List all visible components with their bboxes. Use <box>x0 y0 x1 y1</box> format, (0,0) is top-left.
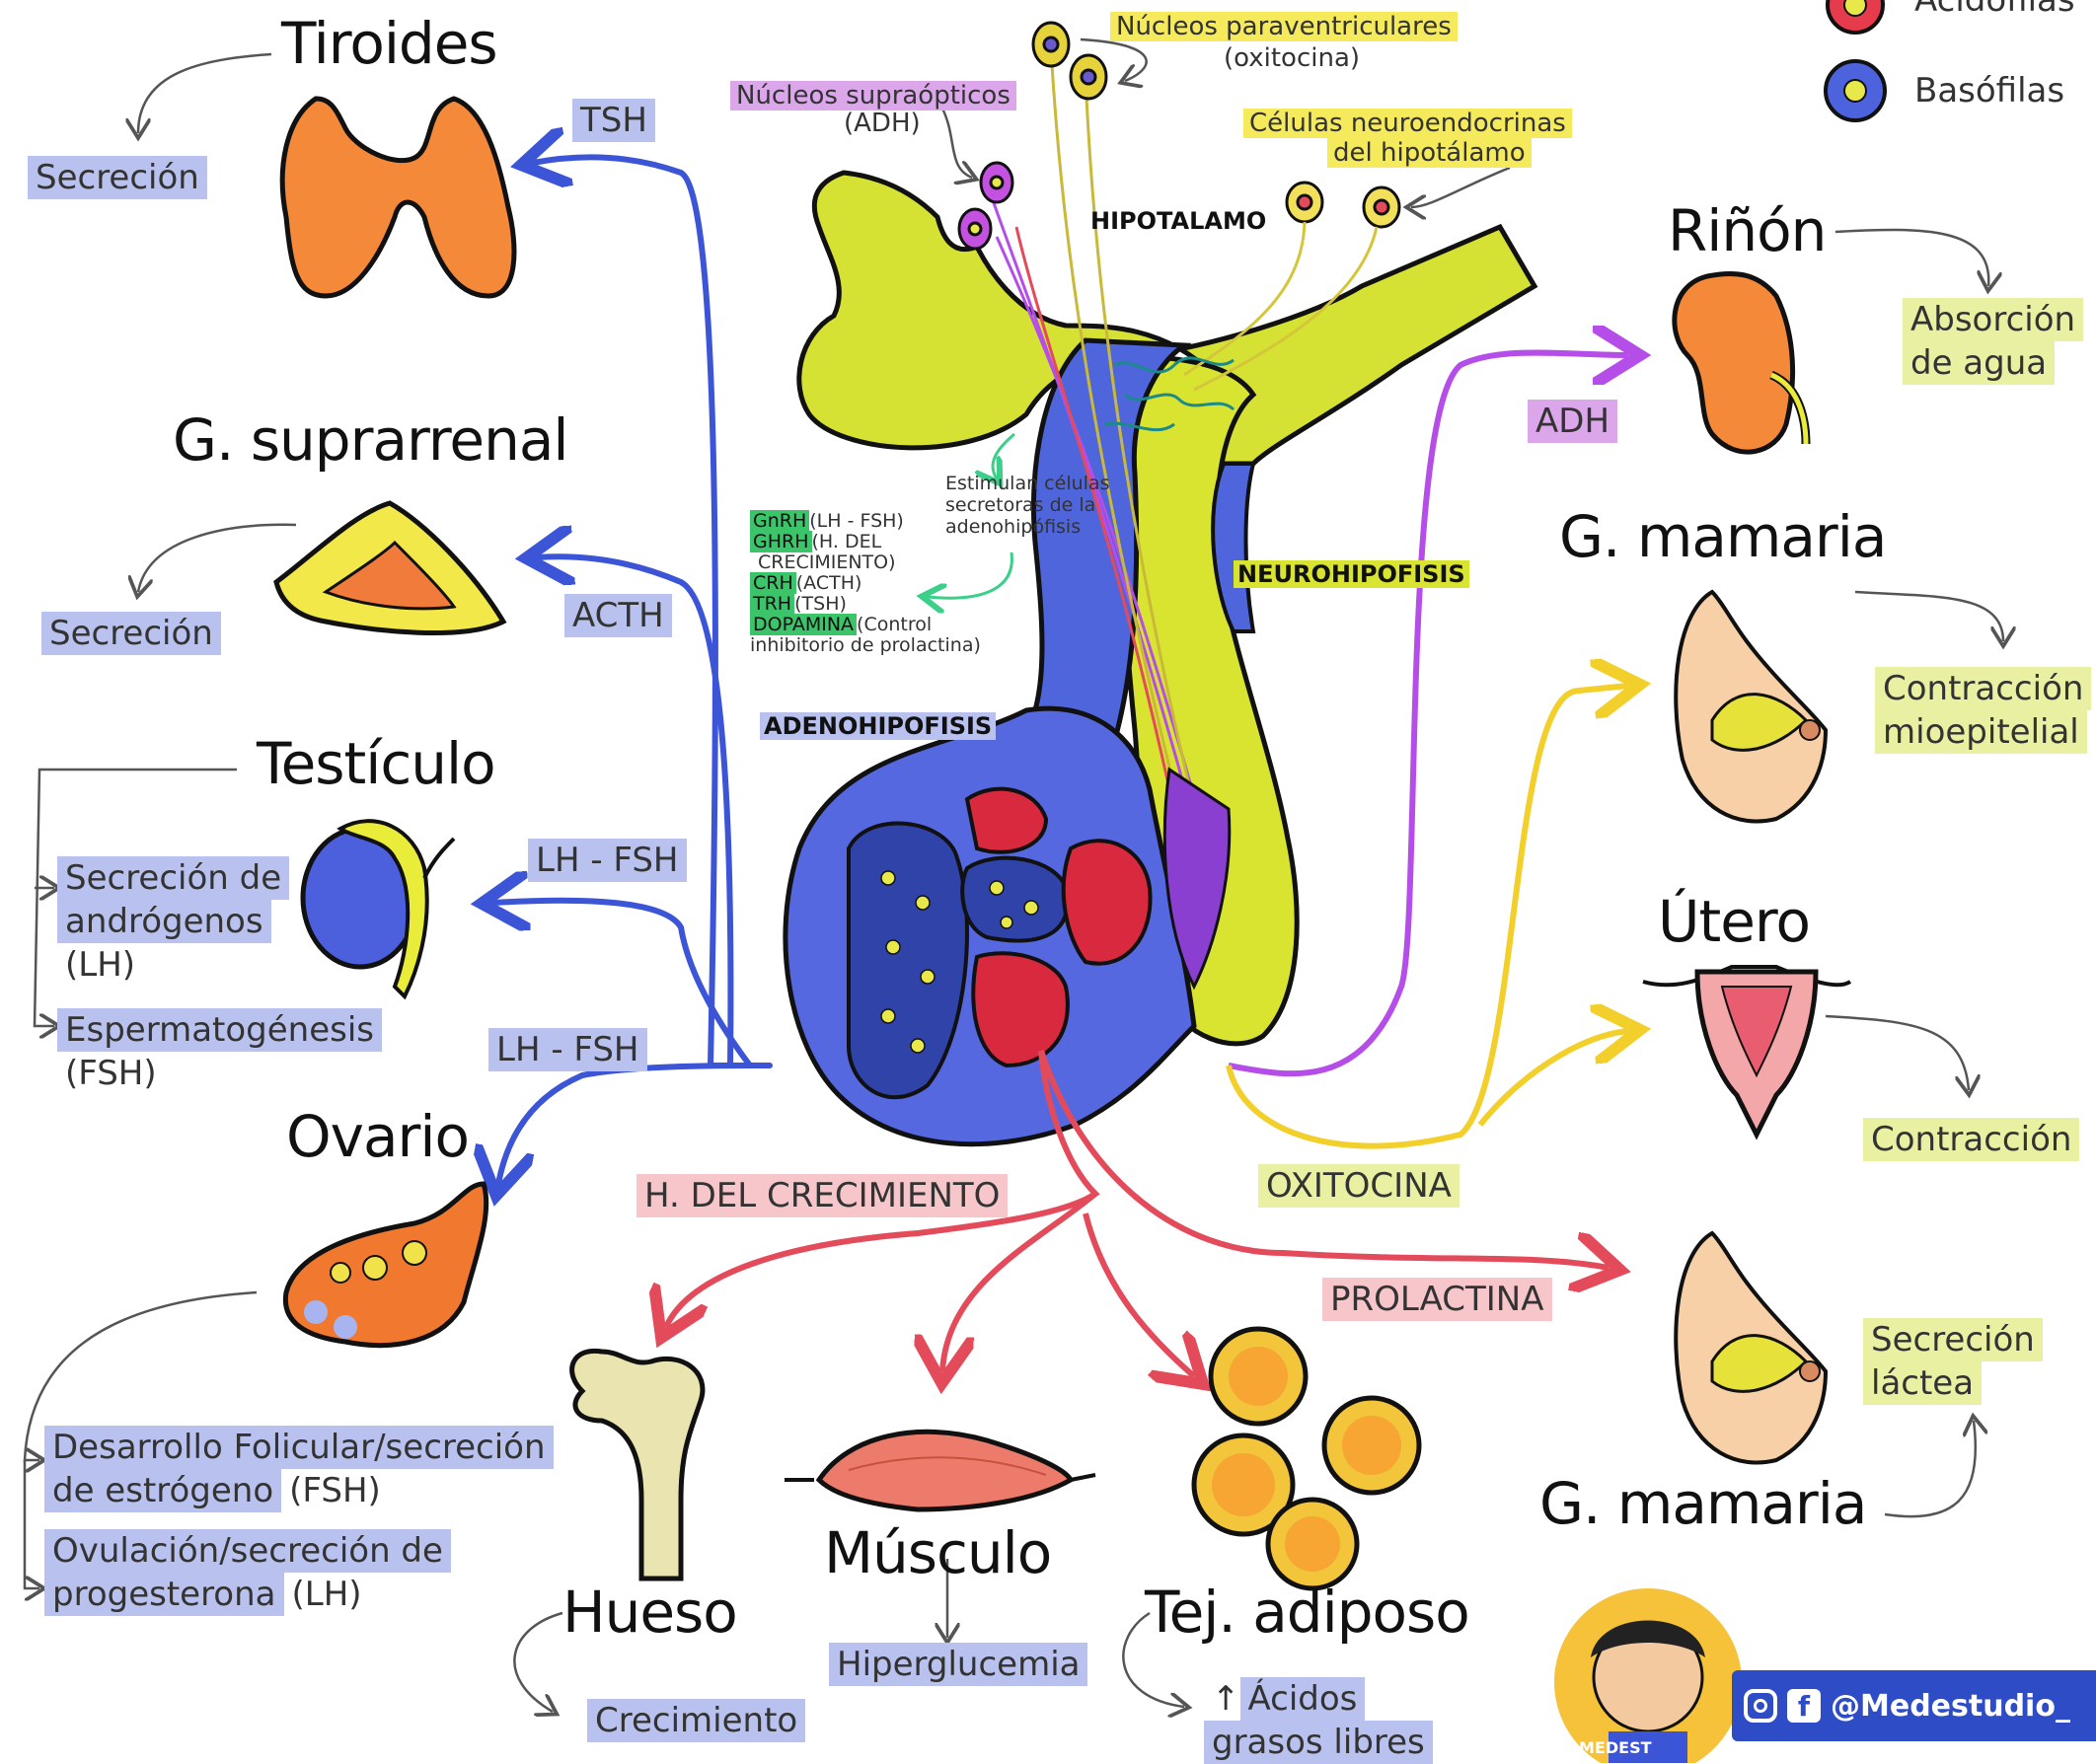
releasing-item: inhibitorio de prolactina) <box>750 635 981 656</box>
breast-upper-title: G. mamaria <box>1559 503 1886 570</box>
paraventricular-sub: (oxitocina) <box>1224 43 1360 73</box>
legend-basophil-icon <box>1826 61 1885 120</box>
bone-effect: Crecimiento <box>587 1699 805 1742</box>
testis-effect-2: Espermatogénesis (FSH) <box>57 1008 382 1095</box>
breast-lower-shape <box>1676 1233 1826 1463</box>
facebook-icon: f <box>1787 1689 1821 1723</box>
releasing-hormones-list: GnRH(LH - FSH) GHRH(H. DEL CRECIMIENTO) … <box>750 511 981 656</box>
muscle-shape <box>785 1432 1095 1509</box>
adipose-title: Tej. adiposo <box>1145 1579 1469 1646</box>
testis-effect-1: Secreción de andrógenos (LH) <box>57 856 289 987</box>
social-bar: f @Medestudio_ <box>1732 1670 2096 1741</box>
thyroid-shape <box>282 99 514 296</box>
kidney-shape <box>1675 273 1806 452</box>
muscle-effect: Hiperglucemia <box>829 1643 1087 1686</box>
legend-baso-label: Basófilas <box>1914 71 2064 110</box>
adenohypophysis-label: ADENOHIPOFISIS <box>760 712 996 740</box>
releasing-item: GnRH(LH - FSH) <box>750 511 981 532</box>
avatar <box>1554 1588 1742 1763</box>
ovary-effect-2: Ovulación/secreción de progesterona(LH) <box>44 1529 451 1616</box>
supraoptic-sub: (ADH) <box>844 109 921 138</box>
legend-acid-label: Acidófilas <box>1914 0 2075 20</box>
releasing-item: CRH(ACTH) <box>750 573 981 594</box>
avatar-text: MEDEST <box>1579 1738 1652 1757</box>
bone-shape <box>572 1351 703 1579</box>
supraoptic-label: Núcleos supraópticos <box>730 81 1016 110</box>
legend-acidophil-icon <box>1828 0 1883 33</box>
thyroid-effect: Secreción <box>28 156 207 199</box>
uterus-effect: Contracción <box>1863 1118 2079 1161</box>
hypothalamus-label: HIPOTALAMO <box>1090 207 1266 235</box>
ovary-shape <box>285 1184 486 1346</box>
lh-fsh-label-testis: LH - FSH <box>528 839 687 882</box>
prolactin-label: PROLACTINA <box>1322 1278 1552 1321</box>
adipose-effect: ↑Ácidos grasos libres <box>1204 1677 1433 1764</box>
kidney-effect: Absorción de agua <box>1903 298 2083 385</box>
uterus-title: Útero <box>1658 888 1810 955</box>
adrenal-shape <box>276 503 503 633</box>
tsh-label: TSH <box>572 99 655 142</box>
neurohypophysis-label: NEUROHIPOFISIS <box>1234 560 1469 588</box>
muscle-title: Músculo <box>824 1519 1051 1586</box>
thyroid-title: Tiroides <box>281 10 497 77</box>
releasing-item: TRH(TSH) <box>750 594 981 615</box>
adrenal-title: G. suprarrenal <box>173 406 568 474</box>
gh-label: H. DEL CRECIMIENTO <box>636 1174 1008 1217</box>
breast-lower-effect: Secreción láctea <box>1863 1318 2043 1405</box>
releasing-item: DOPAMINA(Control <box>750 615 981 635</box>
stimulate-note-1: Estimulan células <box>945 474 1109 494</box>
neuroendocrine-cells <box>1287 183 1399 227</box>
testis-shape <box>303 821 454 996</box>
releasing-item: CRECIMIENTO) <box>750 552 981 573</box>
ovary-effect-1: Desarrollo Folicular/secreción de estróg… <box>44 1426 554 1512</box>
adrenal-effect: Secreción <box>41 612 221 655</box>
kidney-title: Riñón <box>1668 197 1826 264</box>
bone-title: Hueso <box>562 1579 737 1646</box>
testis-title: Testículo <box>257 730 495 797</box>
uterus-shape <box>1643 967 1850 1135</box>
social-handle: @Medestudio_ <box>1831 1689 2070 1724</box>
oxytocin-label: OXITOCINA <box>1258 1164 1460 1208</box>
neuroendocrine-label-2: del hipotálamo <box>1327 138 1532 168</box>
paraventricular-neurons <box>1033 23 1106 99</box>
breast-upper-effect: Contracción mioepitelial <box>1875 667 2091 754</box>
acth-label: ACTH <box>564 594 672 637</box>
breast-lower-title: G. mamaria <box>1539 1470 1866 1537</box>
lh-fsh-label-ovary: LH - FSH <box>488 1028 647 1071</box>
adh-label: ADH <box>1528 400 1617 443</box>
instagram-icon <box>1744 1689 1777 1723</box>
breast-upper-shape <box>1676 592 1826 822</box>
releasing-item: GHRH(H. DEL <box>750 532 981 552</box>
ovary-title: Ovario <box>286 1103 469 1170</box>
neuroendocrine-label-1: Células neuroendocrinas <box>1243 109 1572 138</box>
paraventricular-label: Núcleos paraventriculares <box>1110 12 1458 41</box>
